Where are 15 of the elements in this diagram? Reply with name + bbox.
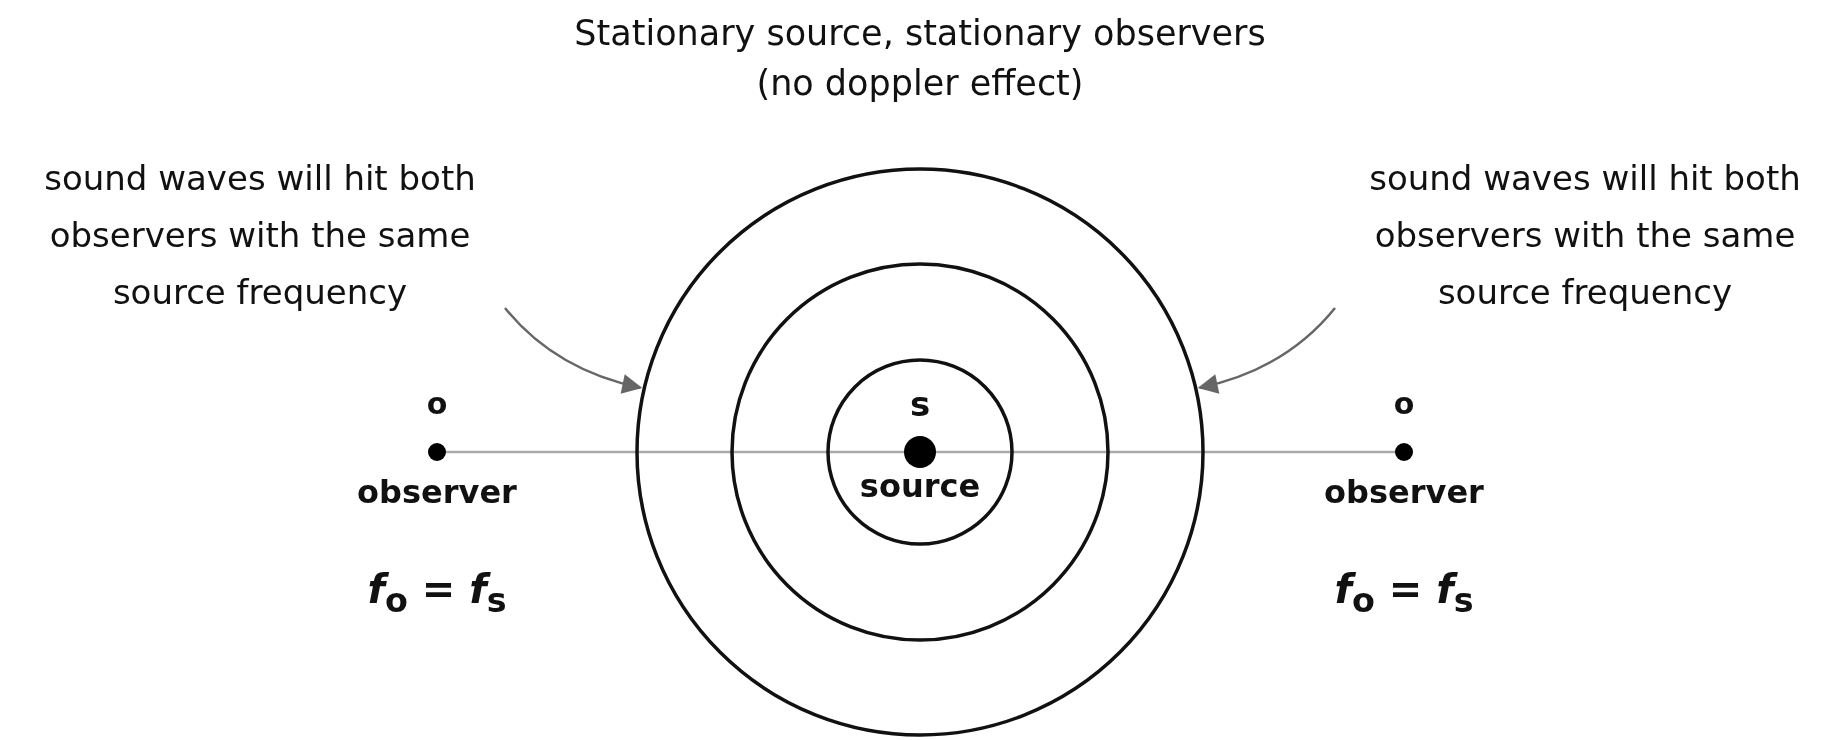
callout-text: sound waves will hit both observers with the same source frequency bbox=[1368, 157, 1802, 314]
source-label: source bbox=[858, 466, 982, 506]
formula: f$_{o}$ = f$_{s}$ bbox=[366, 565, 508, 622]
connector-line bbox=[446, 450, 904, 454]
arrow bbox=[1197, 307, 1336, 394]
source-symbol: s bbox=[908, 384, 932, 424]
arrow bbox=[504, 307, 643, 394]
observer-label: observer bbox=[356, 472, 518, 512]
callout-text: sound waves will hit both observers with the same source frequency bbox=[43, 157, 477, 314]
formula: f$_{o}$ = f$_{s}$ bbox=[1333, 565, 1475, 622]
observer-label: observer bbox=[1323, 472, 1485, 512]
title: Stationary source, stationary observers (no doppler effect) bbox=[573, 12, 1267, 105]
observer-symbol: o bbox=[425, 385, 449, 423]
observer-symbol: o bbox=[1392, 385, 1416, 423]
connector-line bbox=[936, 450, 1395, 454]
